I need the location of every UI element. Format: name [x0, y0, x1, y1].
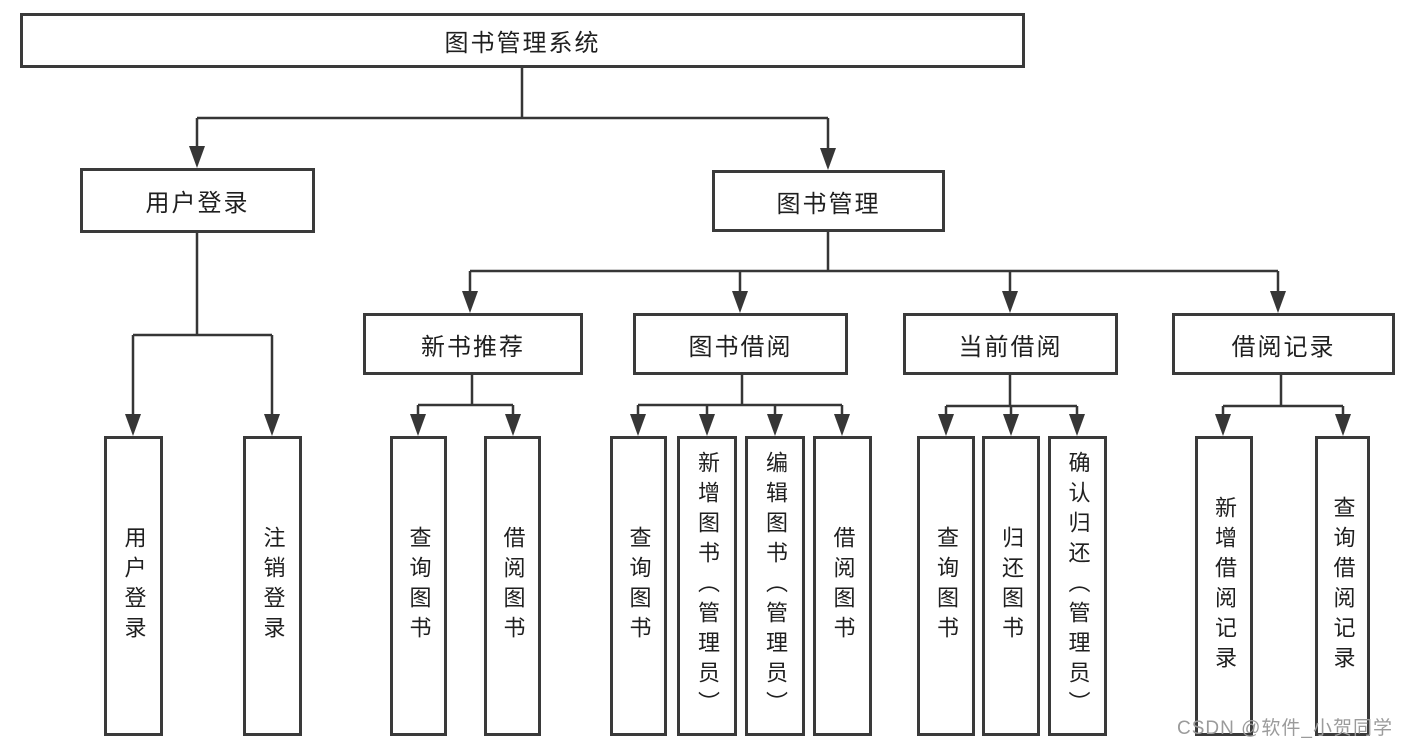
node-new-book-recommend: 新书推荐: [363, 313, 583, 375]
leaf-borrow-books: 借阅图书: [813, 436, 872, 736]
node-book-borrowing: 图书借阅: [633, 313, 848, 375]
leaf-logout: 注销登录: [243, 436, 302, 736]
leaf-edit-books-admin: 编辑图书（管理员）: [745, 436, 805, 736]
leaf-borrow-books-recommend: 借阅图书: [484, 436, 541, 736]
leaf-query-books-current-label: 查询图书: [934, 526, 959, 646]
leaf-confirm-return-admin: 确认归还（管理员）: [1048, 436, 1107, 736]
node-borrowing-records: 借阅记录: [1172, 313, 1395, 375]
leaf-user-login-label: 用户登录: [121, 526, 147, 646]
leaf-query-books-recommend: 查询图书: [390, 436, 447, 736]
node-current-borrowing: 当前借阅: [903, 313, 1118, 375]
leaf-borrow-books-label: 借阅图书: [830, 526, 856, 646]
leaf-query-borrow-record-label: 查询借阅记录: [1330, 496, 1356, 676]
leaf-return-books: 归还图书: [982, 436, 1040, 736]
leaf-add-borrow-record-label: 新增借阅记录: [1212, 496, 1237, 676]
leaf-query-books-borrow-label: 查询图书: [626, 526, 652, 646]
leaf-borrow-books-recommend-label: 借阅图书: [500, 526, 526, 646]
leaf-return-books-label: 归还图书: [999, 526, 1024, 646]
node-book-management: 图书管理: [712, 170, 945, 232]
leaf-user-login: 用户登录: [104, 436, 163, 736]
leaf-query-books-recommend-label: 查询图书: [406, 526, 432, 646]
node-user-login: 用户登录: [80, 168, 315, 233]
leaf-add-borrow-record: 新增借阅记录: [1195, 436, 1253, 736]
leaf-logout-label: 注销登录: [260, 526, 286, 646]
leaf-edit-books-admin-label: 编辑图书（管理员）: [763, 451, 788, 721]
leaf-query-books-borrow: 查询图书: [610, 436, 667, 736]
leaf-add-books-admin: 新增图书（管理员）: [677, 436, 737, 736]
leaf-query-borrow-record: 查询借阅记录: [1315, 436, 1370, 736]
node-library-system: 图书管理系统: [20, 13, 1025, 68]
leaf-confirm-return-admin-label: 确认归还（管理员）: [1065, 451, 1091, 721]
csdn-watermark: CSDN @软件_小贺同学: [1177, 718, 1393, 739]
leaf-query-books-current: 查询图书: [917, 436, 975, 736]
leaf-add-books-admin-label: 新增图书（管理员）: [695, 451, 720, 721]
